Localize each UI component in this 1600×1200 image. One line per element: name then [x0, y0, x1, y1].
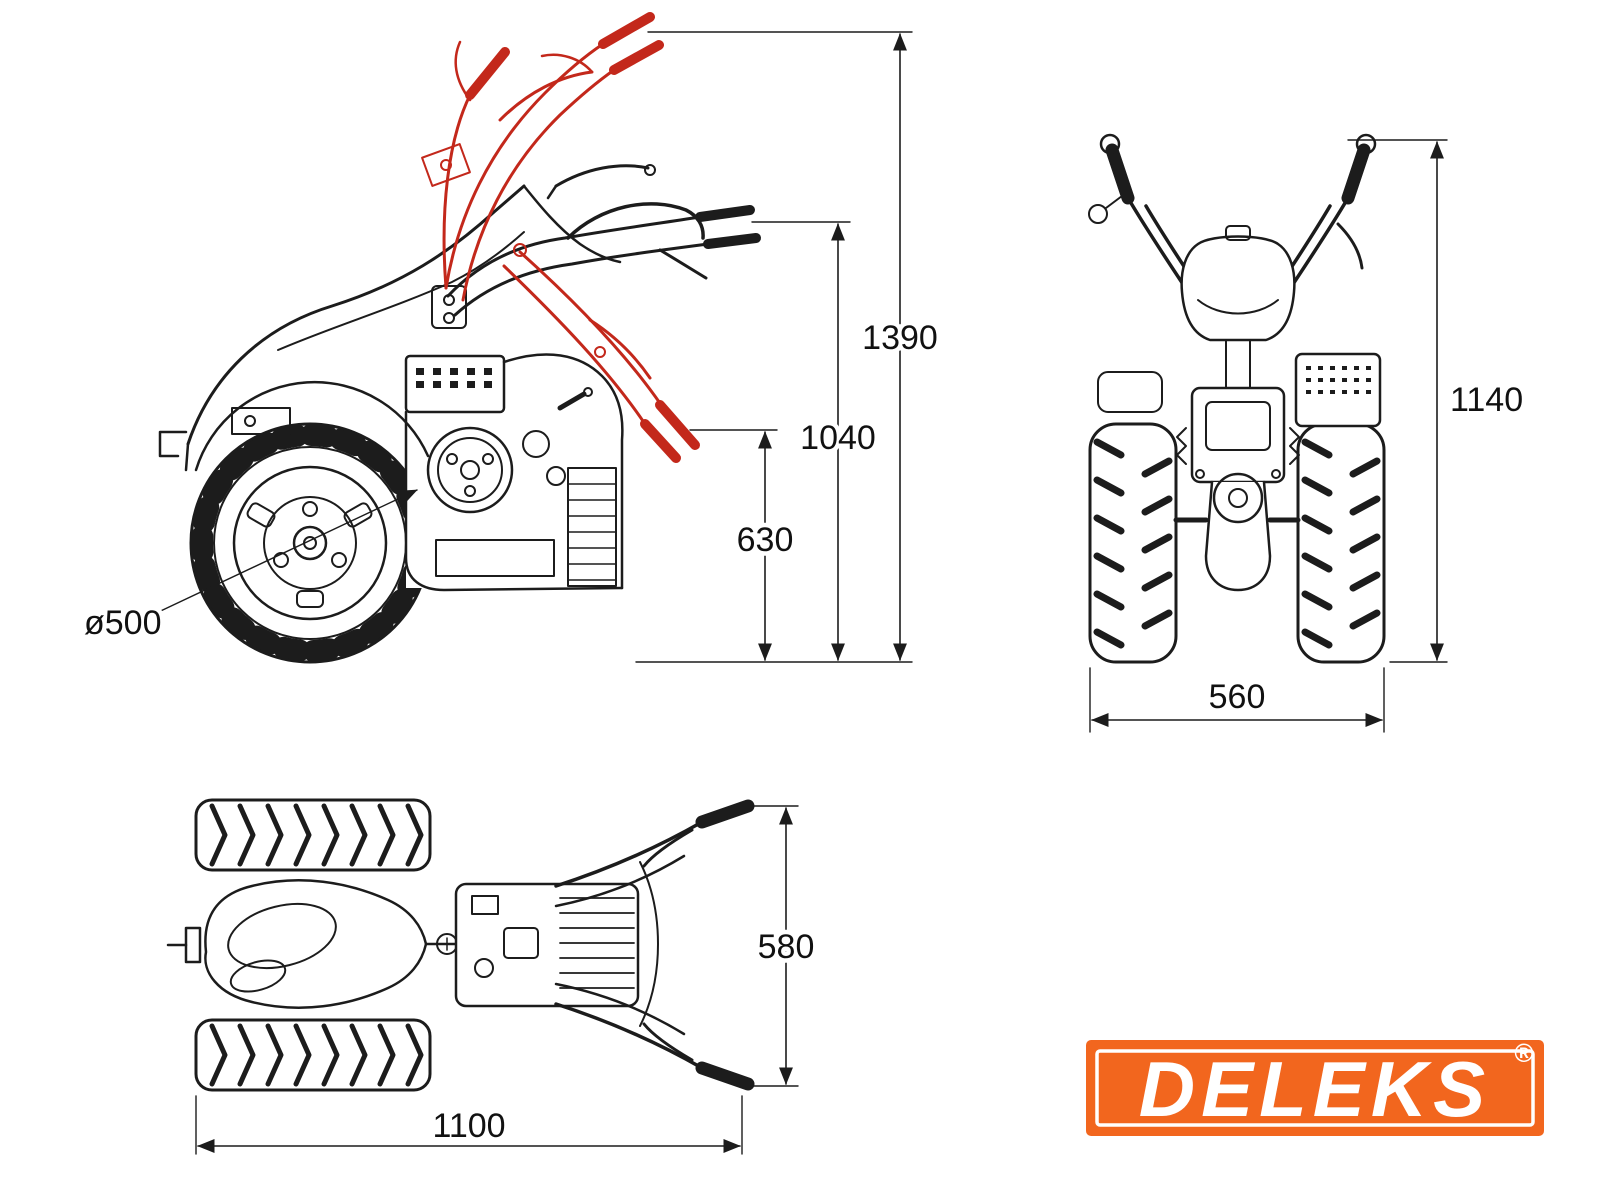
- dim-label-rear-height: 1140: [1450, 381, 1523, 419]
- rear-view: 1140 560: [1088, 133, 1528, 733]
- dim-1040: 1040: [796, 223, 880, 661]
- rear-tire-left: [1088, 422, 1178, 664]
- dim-label-handlebar-height: 1040: [800, 419, 876, 457]
- top-body-hood: [166, 879, 458, 1009]
- side-view: 1390 1040 630 ø500: [80, 12, 942, 664]
- side-chassis-hood: [158, 184, 622, 472]
- logo-registered-icon: ®: [1514, 1038, 1533, 1068]
- side-wheel-icon: [189, 422, 431, 664]
- rear-engine-icon: [1097, 352, 1382, 428]
- rear-gearbox-icon: [1173, 386, 1301, 592]
- dim-1140: 1140: [1429, 141, 1528, 661]
- dim-630: 630: [732, 431, 798, 661]
- dim-label-handlebar-width: 580: [758, 928, 815, 966]
- dim-label-wheel-diameter: ø500: [84, 604, 162, 642]
- logo-inner-border: [1095, 1049, 1535, 1127]
- logo-box: [1086, 1040, 1544, 1136]
- rear-tire-right: [1296, 422, 1386, 664]
- side-handlebar-alt-red: [421, 12, 700, 463]
- dim-560: 560: [1091, 674, 1383, 728]
- rear-body-shield: [1180, 225, 1296, 389]
- dim-label-mid-height: 630: [737, 521, 794, 559]
- dim-wheel-diameter: ø500: [80, 489, 418, 647]
- side-engine-icon: [404, 353, 624, 592]
- deleks-logo: DELEKS ®: [1086, 1038, 1544, 1136]
- dim-580: 580: [753, 807, 819, 1085]
- dim-1100: 1100: [197, 1103, 741, 1154]
- side-dimensions: 1390 1040 630 ø500: [80, 31, 942, 663]
- top-dimensions: 580 1100: [195, 805, 819, 1155]
- top-handlebar-icon: [554, 799, 755, 1091]
- dim-label-track-width: 560: [1209, 678, 1266, 716]
- dim-1390: 1390: [858, 33, 942, 661]
- top-engine-icon: [454, 882, 640, 1008]
- side-handlebar-icon: [431, 164, 761, 329]
- dim-label-overall-height: 1390: [862, 319, 938, 357]
- top-tire-lower: [194, 1018, 432, 1092]
- top-tire-upper: [194, 798, 432, 872]
- rear-dimensions: 1140 560: [1089, 139, 1528, 733]
- dim-label-overall-length: 1100: [432, 1107, 505, 1145]
- top-view: 580 1100: [166, 798, 819, 1155]
- logo-text: DELEKS: [1139, 1045, 1491, 1133]
